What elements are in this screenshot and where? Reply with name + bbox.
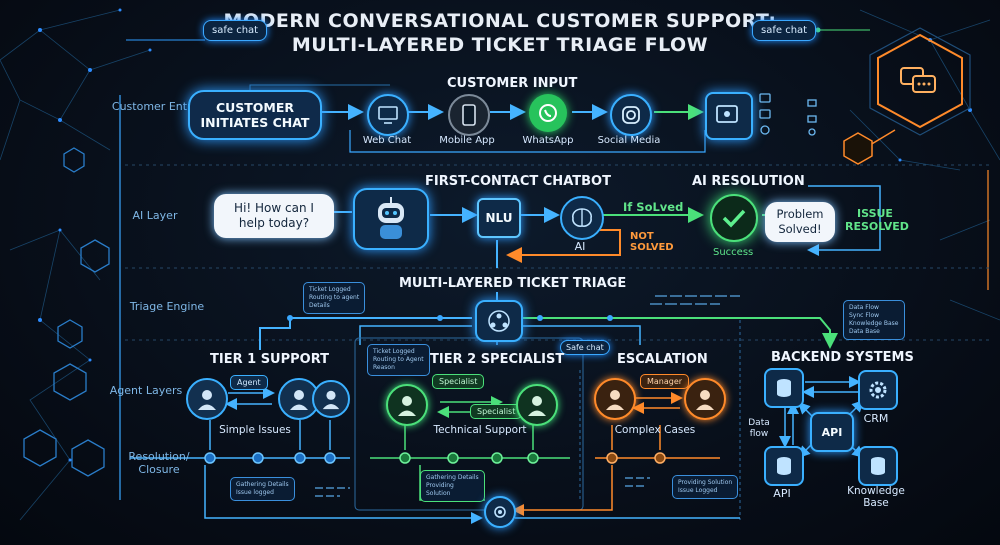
hex-decor bbox=[877, 33, 963, 129]
if-solved-label: If SoLved bbox=[623, 200, 684, 214]
mobile-app-icon bbox=[448, 94, 490, 136]
escalation-manager-avatar bbox=[594, 378, 636, 420]
issue-resolved-label: ISSUE RESOLVED bbox=[845, 207, 909, 233]
crm-label: CRM bbox=[863, 412, 889, 425]
note-line: Sync Flow bbox=[849, 312, 880, 319]
channel-label-mobile-app: Mobile App bbox=[439, 135, 495, 146]
chat-bubbles-icon bbox=[895, 62, 945, 102]
lane-label-resolution: Resolution/ Closure bbox=[128, 450, 190, 476]
note-line: Ticket Logged bbox=[373, 348, 415, 355]
triage-hub-icon bbox=[475, 300, 523, 342]
note-line: Issue logged bbox=[236, 489, 274, 496]
tier1-note: Gathering Details Issue logged bbox=[230, 477, 295, 501]
triage-note-right: Data Flow Sync Flow Knowledge Base Data … bbox=[843, 300, 905, 340]
lane-label-triage-engine: Triage Engine bbox=[129, 300, 205, 313]
note-line: Gathering Details bbox=[426, 474, 479, 481]
api-label: API bbox=[773, 487, 791, 500]
triage-note-mid: Ticket Logged Routing to Agent Reason bbox=[367, 344, 430, 376]
data-flow-label: Data flow bbox=[748, 418, 770, 439]
note-line: Providing Solution bbox=[678, 479, 733, 486]
lane-label-ai-layer: AI Layer bbox=[132, 209, 178, 222]
safe-chat-badge-mid: Safe chat bbox=[560, 340, 610, 355]
tier2-specialist-avatar-2 bbox=[516, 384, 558, 426]
tier2-specialist-tag-2: Specialist bbox=[470, 404, 523, 419]
knowledge-base-icon bbox=[858, 446, 898, 486]
network-decor-left bbox=[0, 9, 151, 521]
note-line: Details bbox=[309, 302, 330, 309]
tier2-specialist-tag-1: Specialist bbox=[432, 374, 485, 389]
note-line: Gathering Details bbox=[236, 481, 289, 488]
ai-label: AI bbox=[574, 240, 586, 253]
channel-mini-icons bbox=[758, 92, 818, 138]
page-title-line1: MODERN CONVERSATIONAL CUSTOMER SUPPORT: bbox=[223, 10, 777, 32]
channel-label-social-media: Social Media bbox=[597, 135, 661, 146]
success-label: Success bbox=[713, 247, 754, 258]
escalation-manager-tag: Manager bbox=[640, 374, 690, 389]
tier1-label: Simple Issues bbox=[219, 424, 291, 436]
web-chat-icon bbox=[367, 94, 409, 136]
api-center-node: API bbox=[810, 412, 854, 452]
ai-resolution-heading: AI RESOLUTION bbox=[692, 174, 805, 189]
nlu-box: NLU bbox=[477, 198, 521, 238]
triage-note-left: Ticket Logged Routing to agent Details bbox=[303, 282, 366, 314]
tier1-heading: TIER 1 SUPPORT bbox=[210, 352, 330, 367]
note-line: Reason bbox=[373, 364, 395, 371]
social-media-icon bbox=[610, 94, 652, 136]
chatbot-robot-icon bbox=[353, 188, 429, 250]
tier1-agent-avatar bbox=[186, 378, 228, 420]
channel-label-web-chat: Web Chat bbox=[362, 135, 412, 146]
customer-initiates-chat: CUSTOMER INITIATES CHAT bbox=[188, 90, 322, 140]
crm-gear-icon bbox=[858, 370, 898, 410]
tier1-agent-avatar-3 bbox=[312, 380, 350, 418]
closure-hub-icon bbox=[484, 496, 516, 528]
safe-chat-badge-left: safe chat bbox=[203, 20, 268, 41]
database-icon bbox=[764, 368, 804, 408]
note-line: Routing to Agent bbox=[373, 356, 424, 363]
channel-label-whatsapp: WhatsApp bbox=[522, 135, 574, 146]
api-database-icon bbox=[764, 446, 804, 486]
inbox-hub-icon bbox=[705, 92, 753, 140]
whatsapp-icon bbox=[529, 94, 567, 132]
tier2-note: Gathering Details Providing Solution bbox=[420, 470, 485, 502]
page-title-line2: MULTI-LAYERED TICKET TRIAGE FLOW bbox=[291, 34, 709, 56]
tier1-agent-tag: Agent bbox=[230, 375, 268, 390]
lane-label-agent-layers: Agent Layers bbox=[109, 384, 183, 397]
escalation-heading: ESCALATION bbox=[617, 352, 708, 367]
escalation-note: Providing Solution Issue Logged bbox=[672, 475, 739, 499]
escalation-manager-avatar-2 bbox=[684, 378, 726, 420]
note-line: Issue Logged bbox=[678, 487, 718, 494]
safe-chat-badge-right: safe chat bbox=[752, 20, 817, 41]
tier2-specialist-avatar bbox=[386, 384, 428, 426]
not-solved-label: NOT SOLVED bbox=[630, 231, 674, 253]
customer-input-heading: CUSTOMER INPUT bbox=[447, 76, 578, 91]
problem-solved-bubble: Problem Solved! bbox=[765, 202, 835, 242]
note-line: Routing to agent bbox=[309, 294, 360, 301]
triage-heading: MULTI-LAYERED TICKET TRIAGE bbox=[399, 276, 627, 291]
ai-heading: FIRST-CONTACT CHATBOT bbox=[425, 174, 611, 189]
note-line: Data Base bbox=[849, 328, 880, 335]
chatbot-greeting-bubble: Hi! How can I help today? bbox=[214, 194, 334, 238]
note-line: Ticket Logged bbox=[309, 286, 351, 293]
tier2-label: Technical Support bbox=[433, 424, 527, 436]
note-line: Data Flow bbox=[849, 304, 879, 311]
tier2-heading: TIER 2 SPECIALIST bbox=[430, 352, 565, 367]
note-line: Knowledge Base bbox=[849, 320, 899, 327]
ai-brain-icon bbox=[560, 196, 604, 240]
lane-label-customer-entry: Customer Entry bbox=[111, 100, 199, 113]
note-line: Solution bbox=[426, 490, 451, 497]
knowledge-base-label: Knowledge Base bbox=[847, 485, 905, 509]
success-check-icon bbox=[710, 194, 758, 242]
network-nodes-left bbox=[38, 8, 152, 462]
escalation-label: Complex Cases bbox=[614, 424, 696, 436]
backend-heading: BACKEND SYSTEMS bbox=[771, 350, 914, 365]
note-line: Providing bbox=[426, 482, 454, 489]
